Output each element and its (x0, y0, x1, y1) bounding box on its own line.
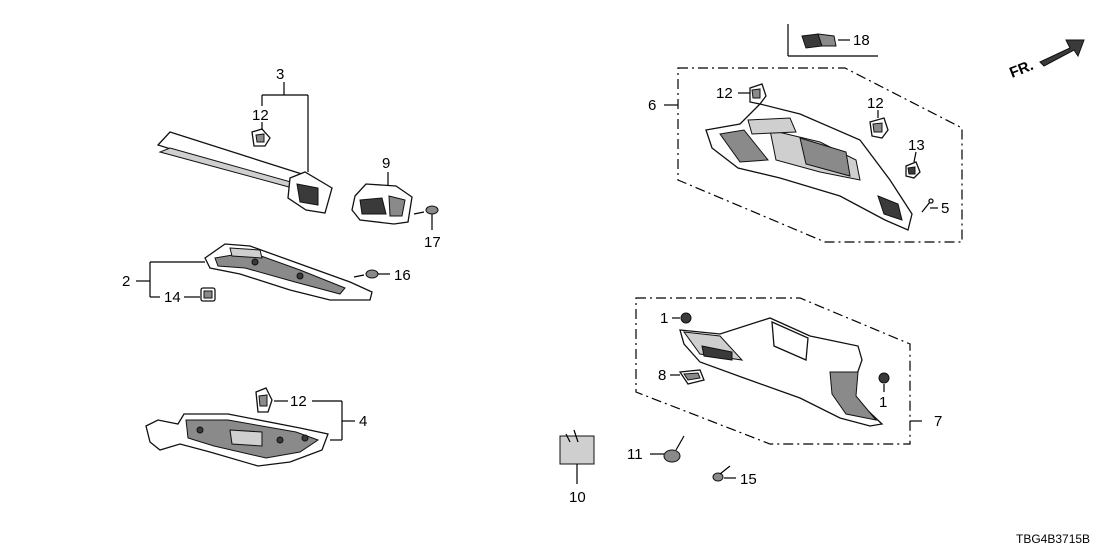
callout-2: 2 (122, 273, 130, 290)
part-5-pin (921, 198, 938, 213)
part-6-group-box (664, 67, 963, 243)
part-7-glovebox (679, 317, 884, 427)
callout-1-a: 1 (660, 310, 668, 327)
callout-4-bracket (274, 400, 355, 441)
callout-12-c: 12 (716, 85, 733, 102)
part-12-clip-a (251, 128, 271, 147)
callout-11: 11 (627, 446, 643, 463)
callout-9: 9 (382, 155, 390, 172)
part-7-group-box (635, 297, 922, 445)
callout-16: 16 (394, 267, 411, 284)
part-1-bumper-b (878, 372, 890, 392)
callout-12-b: 12 (290, 393, 307, 410)
part-10-label (559, 429, 595, 484)
callout-2-bracket (136, 261, 205, 298)
front-direction-label: FR. (1007, 57, 1036, 82)
callout-18: 18 (853, 32, 870, 49)
part-9-vent (351, 172, 413, 225)
callout-12-a: 12 (252, 107, 269, 124)
part-12-clip-c (738, 83, 767, 105)
part-12-clip-b (255, 387, 273, 413)
part-18-clip (787, 24, 878, 57)
callout-15: 15 (740, 471, 757, 488)
part-3-trim-strip (156, 131, 333, 214)
callout-12-d: 12 (867, 95, 884, 112)
part-2-bracket (204, 243, 373, 301)
callout-14: 14 (164, 289, 181, 306)
part-1-bumper-a (672, 312, 692, 324)
callout-7: 7 (934, 413, 942, 430)
callout-17: 17 (424, 234, 441, 251)
callout-1-b: 1 (879, 394, 887, 411)
part-16-screw (353, 269, 390, 279)
part-13-clip (905, 151, 921, 179)
part-14-nut (200, 287, 216, 302)
callout-3: 3 (276, 66, 284, 83)
part-4-lower-cover (145, 413, 329, 467)
part-8-clip (670, 369, 705, 385)
callout-5: 5 (941, 200, 949, 217)
callout-3-bracket (261, 82, 309, 172)
part-15-screw (712, 465, 736, 482)
callout-10: 10 (569, 489, 586, 506)
part-11-bolt (650, 435, 685, 463)
front-direction-arrow (1039, 39, 1085, 67)
callout-6: 6 (648, 97, 656, 114)
callout-4: 4 (359, 413, 367, 430)
part-6-glovebox-frame (705, 103, 913, 231)
part-12-clip-d (869, 110, 889, 139)
part-17-screw (413, 205, 439, 230)
callout-8: 8 (658, 367, 666, 384)
callout-13: 13 (908, 137, 925, 154)
diagram-code: TBG4B3715B (1016, 532, 1090, 546)
